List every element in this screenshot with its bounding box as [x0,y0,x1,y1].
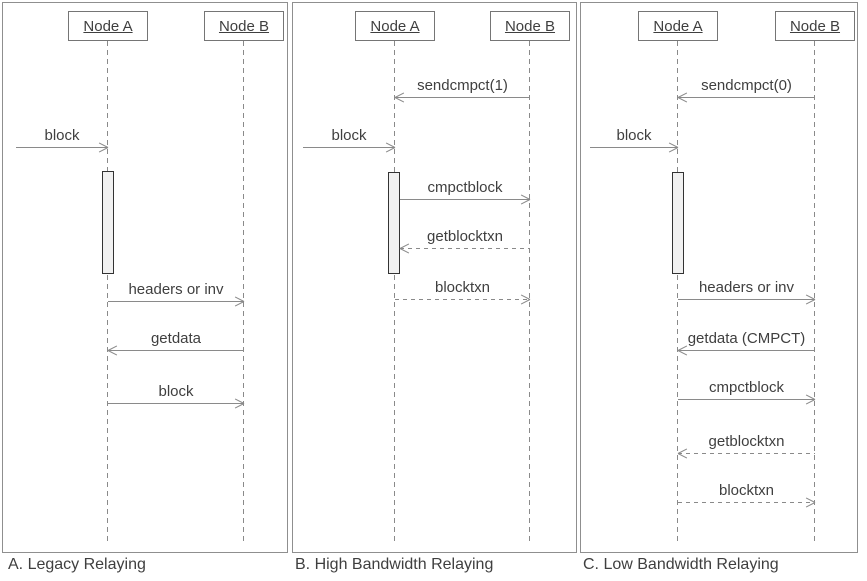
actor-node-b-label: Node B [218,17,270,35]
arrowhead-right-icon [98,142,108,152]
message-label: cmpctblock [427,179,503,196]
message-sendcmpct-0: sendcmpct(0) [678,76,815,102]
arrowhead-right-icon [234,398,244,408]
lifeline-node-b [814,41,815,544]
lifeline-node-a [677,41,678,544]
lifeline-node-b [243,41,244,544]
actor-node-a-label: Node A [370,17,420,35]
actor-node-a: Node A [68,11,148,41]
actor-node-b-label: Node B [789,17,841,35]
message-headers-or-inv: headers or inv [108,280,244,306]
message-line [395,97,530,98]
arrowhead-left-icon [678,345,688,355]
message-block-incoming: block [303,126,395,152]
arrowhead-right-icon [805,294,815,304]
caption-legacy-relaying: A. Legacy Relaying [8,556,146,573]
message-line [590,147,678,148]
arrowhead-right-icon [385,142,395,152]
message-line [400,248,530,249]
panel-legacy-relaying: Node A Node B block headers or inv getda… [2,2,288,553]
arrowhead-left-icon [395,92,405,102]
message-label: blocktxn [434,279,491,296]
message-blocktxn: blocktxn [395,278,530,304]
message-label: sendcmpct(1) [417,77,508,94]
message-getblocktxn: getblocktxn [400,227,530,253]
arrowhead-left-icon [400,243,410,253]
message-cmpctblock: cmpctblock [678,378,815,404]
actor-node-a: Node A [638,11,718,41]
message-label: getdata [150,330,202,347]
message-blocktxn: blocktxn [678,481,815,507]
message-label: getblocktxn [708,433,785,450]
actor-node-b: Node B [204,11,284,41]
activation-bar-node-a [672,172,684,274]
message-label: getblocktxn [427,228,503,245]
message-line [108,350,244,351]
message-label: sendcmpct(0) [701,77,792,94]
actor-node-b-label: Node B [504,17,556,35]
lifeline-node-a [394,41,395,544]
message-line [400,199,530,200]
message-line [678,97,815,98]
message-line [678,350,815,351]
message-line [678,399,815,400]
message-block-relay: block [108,382,244,408]
arrowhead-left-icon [108,345,118,355]
caption-high-bandwidth-relaying: B. High Bandwidth Relaying [295,556,494,573]
panel-low-bandwidth-relaying: Node A Node B sendcmpct(0) block headers… [580,2,858,553]
message-block-incoming: block [16,126,108,152]
message-label: block [44,127,80,144]
message-label: block [616,127,652,144]
message-line [678,453,815,454]
message-block-incoming: block [590,126,678,152]
arrowhead-left-icon [678,92,688,102]
message-label: headers or inv [128,281,224,298]
message-line [678,299,815,300]
message-label: cmpctblock [708,379,785,396]
message-line [108,301,244,302]
message-getblocktxn: getblocktxn [678,432,815,458]
message-line [303,147,395,148]
message-getdata-cmpct: getdata (CMPCT) [678,329,815,355]
message-line [395,299,530,300]
arrowhead-right-icon [805,497,815,507]
message-label: headers or inv [698,279,795,296]
panel-high-bandwidth-relaying: Node A Node B sendcmpct(1) block cmpctbl… [292,2,577,553]
message-cmpctblock: cmpctblock [400,178,530,204]
caption-low-bandwidth-relaying: C. Low Bandwidth Relaying [583,556,779,573]
actor-node-b: Node B [775,11,855,41]
lifeline-node-b [529,41,530,544]
message-label: block [331,127,367,144]
actor-node-a-label: Node A [83,17,133,35]
message-line [678,502,815,503]
message-getdata: getdata [108,329,244,355]
message-label: blocktxn [718,482,775,499]
arrowhead-right-icon [520,194,530,204]
message-line [16,147,108,148]
arrowhead-right-icon [234,296,244,306]
arrowhead-right-icon [520,294,530,304]
actor-node-b: Node B [490,11,570,41]
message-headers-or-inv: headers or inv [678,278,815,304]
message-label: block [158,383,194,400]
message-line [108,403,244,404]
activation-bar-node-a [102,171,114,274]
activation-bar-node-a [388,172,400,274]
arrowhead-right-icon [805,394,815,404]
lifeline-node-a [107,41,108,544]
arrowhead-left-icon [678,448,688,458]
message-label: getdata (CMPCT) [687,330,806,347]
actor-node-a-label: Node A [653,17,703,35]
actor-node-a: Node A [355,11,435,41]
message-sendcmpct-1: sendcmpct(1) [395,76,530,102]
arrowhead-right-icon [668,142,678,152]
